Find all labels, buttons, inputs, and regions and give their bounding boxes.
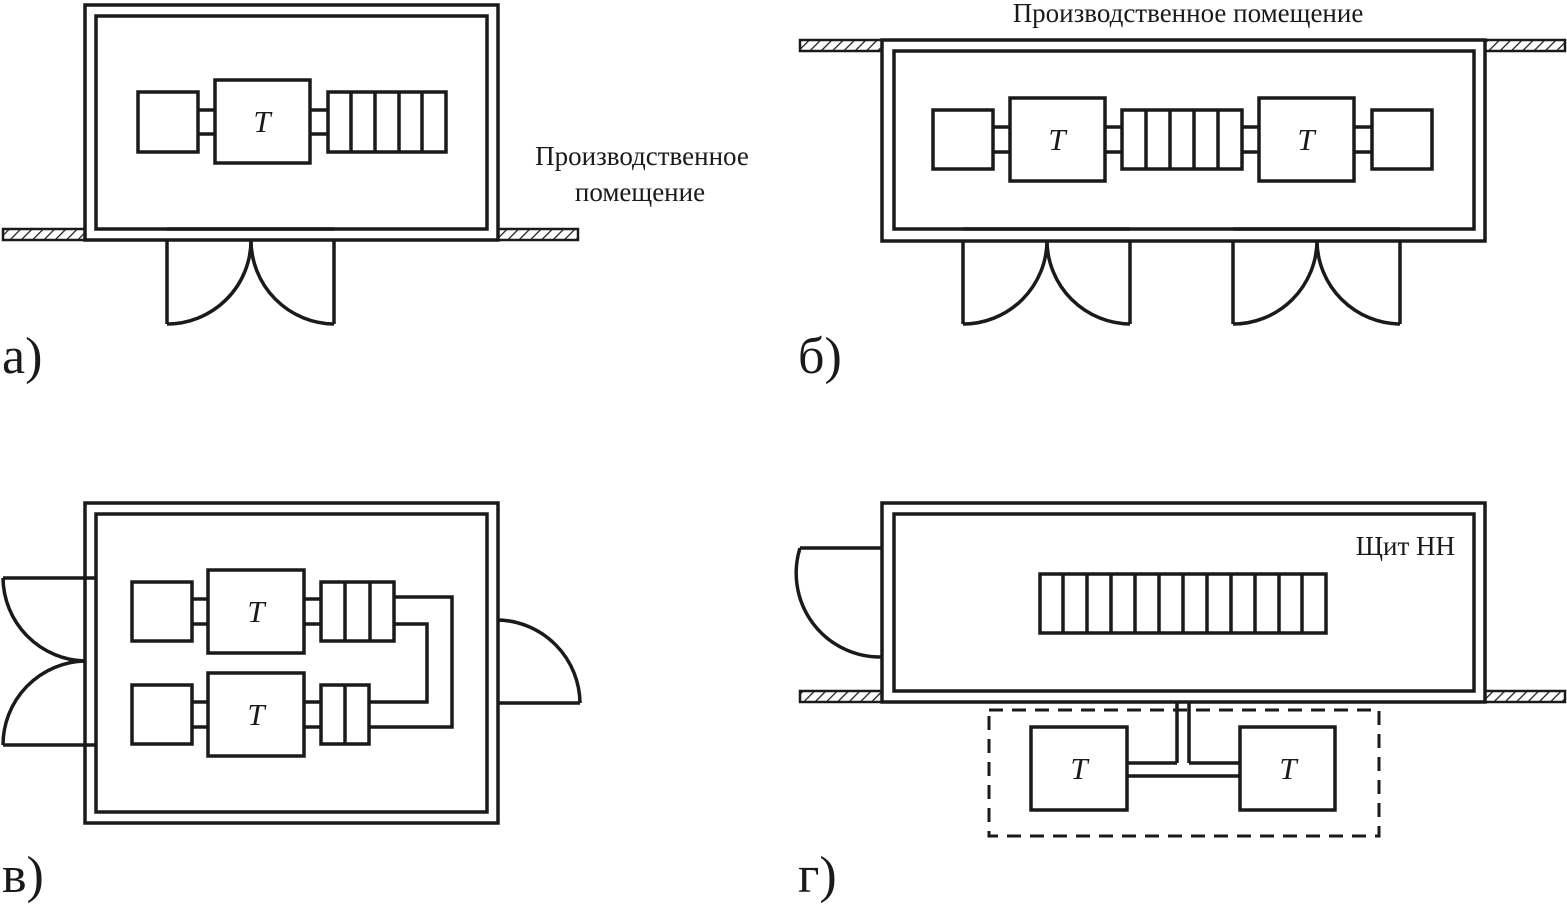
transformer-right xyxy=(1257,96,1356,183)
double-door[interactable] xyxy=(165,227,336,326)
panel-label: б) xyxy=(798,328,842,385)
wall-hatch-left xyxy=(1,227,87,242)
high-voltage-cell-left xyxy=(931,108,995,171)
high-voltage-cell-top xyxy=(130,580,194,643)
double-door-left[interactable] xyxy=(1,576,96,747)
low-voltage-switchboard-top xyxy=(319,580,396,643)
panel-b: Производственное помещение T xyxy=(798,0,1567,385)
wall-hatch-right xyxy=(1483,38,1567,53)
panel-g: Щит НН T T г) xyxy=(794,501,1567,904)
transformer-bottom xyxy=(206,671,306,758)
transformer-left xyxy=(1029,725,1129,812)
panel-v: T T в) xyxy=(1,501,582,904)
single-door[interactable] xyxy=(794,546,883,659)
wall-hatch-left xyxy=(798,38,884,53)
transformer-label: T xyxy=(1048,122,1068,157)
low-voltage-switchboard xyxy=(1120,108,1244,171)
transformer-right xyxy=(1238,725,1337,812)
board-label: Щит НН xyxy=(1356,531,1455,561)
outdoor-transformer-enclosure xyxy=(987,708,1381,838)
wall-hatch-left xyxy=(798,689,884,704)
double-door-right[interactable] xyxy=(1231,227,1402,326)
transformer-left xyxy=(1008,96,1107,183)
room-label-line-1: Производственное xyxy=(535,141,749,171)
transformer-label: T xyxy=(1070,751,1090,786)
transformer-label: T xyxy=(247,697,267,732)
substation-inner-wall xyxy=(94,512,489,814)
double-door-left[interactable] xyxy=(961,227,1132,326)
cable-connection xyxy=(1127,702,1240,778)
wall-hatch-right xyxy=(1483,689,1567,704)
panel-label: г) xyxy=(798,847,837,904)
transformer-label: T xyxy=(1297,122,1317,157)
high-voltage-cell-bottom xyxy=(130,683,194,746)
high-voltage-cell xyxy=(136,90,200,154)
transformer-label: T xyxy=(1279,751,1299,786)
panel-label: в) xyxy=(2,847,44,904)
panel-label: а) xyxy=(2,328,42,385)
single-door-right[interactable] xyxy=(497,618,582,705)
room-label-line-2: помещение xyxy=(575,177,705,207)
panel-a: T Производственное помещение а) xyxy=(1,3,749,385)
transformer xyxy=(213,78,312,165)
wall-hatch-right xyxy=(496,227,580,242)
low-voltage-switchboard xyxy=(1038,572,1328,635)
transformer-label: T xyxy=(253,104,273,139)
high-voltage-cell-right xyxy=(1370,108,1434,171)
room-label: Производственное помещение xyxy=(1013,0,1364,28)
transformer-top xyxy=(206,568,306,655)
transformer-label: T xyxy=(247,594,267,629)
low-voltage-switchboard xyxy=(326,90,448,154)
low-voltage-switchboard-bottom xyxy=(319,683,371,746)
cable-connection xyxy=(369,595,454,729)
